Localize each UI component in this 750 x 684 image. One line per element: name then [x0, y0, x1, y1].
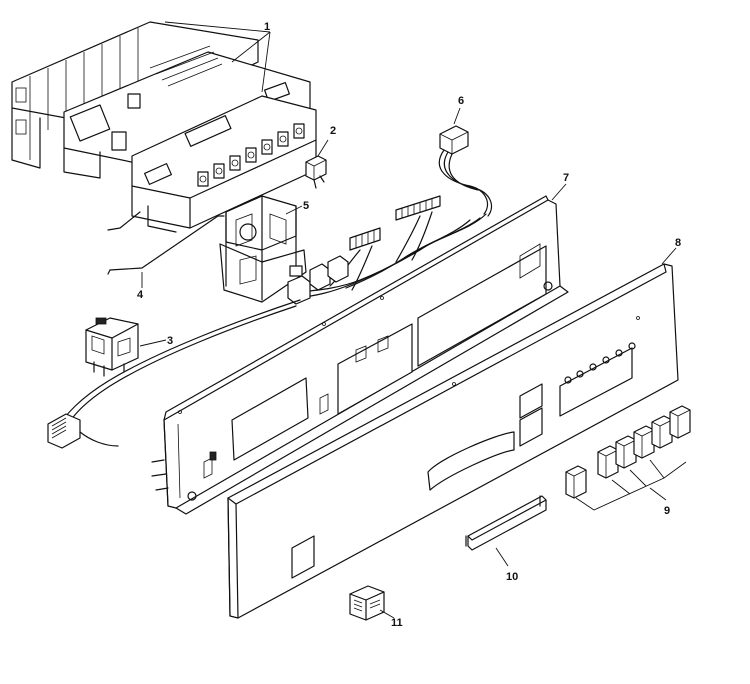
leader-5 — [285, 205, 303, 215]
leader-10 — [495, 547, 509, 567]
part-5-bracket[interactable] — [219, 195, 307, 303]
part-9-buttons[interactable] — [565, 405, 691, 499]
leader-2 — [317, 139, 329, 157]
callout-10[interactable]: 10 — [506, 571, 518, 583]
part-8-front-panel[interactable] — [227, 263, 679, 619]
leader-6 — [453, 107, 461, 125]
callout-6[interactable]: 6 — [458, 95, 464, 107]
part-6-harness[interactable] — [47, 125, 493, 449]
part-10-trim-strip[interactable] — [465, 495, 547, 551]
callout-7[interactable]: 7 — [563, 172, 569, 184]
indicator-leds — [564, 342, 636, 384]
leader-8 — [661, 247, 677, 265]
part-7-inner-panel[interactable] — [151, 195, 569, 515]
part-1-control-module[interactable] — [11, 21, 317, 233]
part-3-relay[interactable] — [85, 317, 139, 377]
leader-9a — [611, 479, 631, 495]
leader-1a — [164, 21, 271, 33]
part-11-box[interactable] — [349, 585, 385, 621]
part-2-switch[interactable] — [305, 155, 327, 189]
leader-7 — [551, 183, 567, 201]
leader-9c — [649, 459, 665, 479]
callout-2[interactable]: 2 — [330, 125, 336, 137]
callout-3[interactable]: 3 — [167, 335, 173, 347]
callout-8[interactable]: 8 — [675, 237, 681, 249]
leader-9b — [629, 469, 647, 487]
leader-1c — [261, 31, 271, 93]
callout-1[interactable]: 1 — [264, 21, 270, 33]
leader-9-base — [575, 461, 687, 511]
callout-4[interactable]: 4 — [137, 289, 144, 301]
leader-9d — [649, 487, 667, 501]
leader-1b — [231, 31, 271, 63]
callout-5[interactable]: 5 — [303, 200, 309, 212]
callout-11[interactable]: 11 — [391, 617, 403, 629]
callout-9[interactable]: 9 — [664, 505, 670, 517]
part-4-rod[interactable] — [107, 215, 225, 275]
leader-11 — [379, 609, 395, 619]
leader-3 — [139, 339, 167, 347]
module-buttons — [197, 123, 305, 187]
